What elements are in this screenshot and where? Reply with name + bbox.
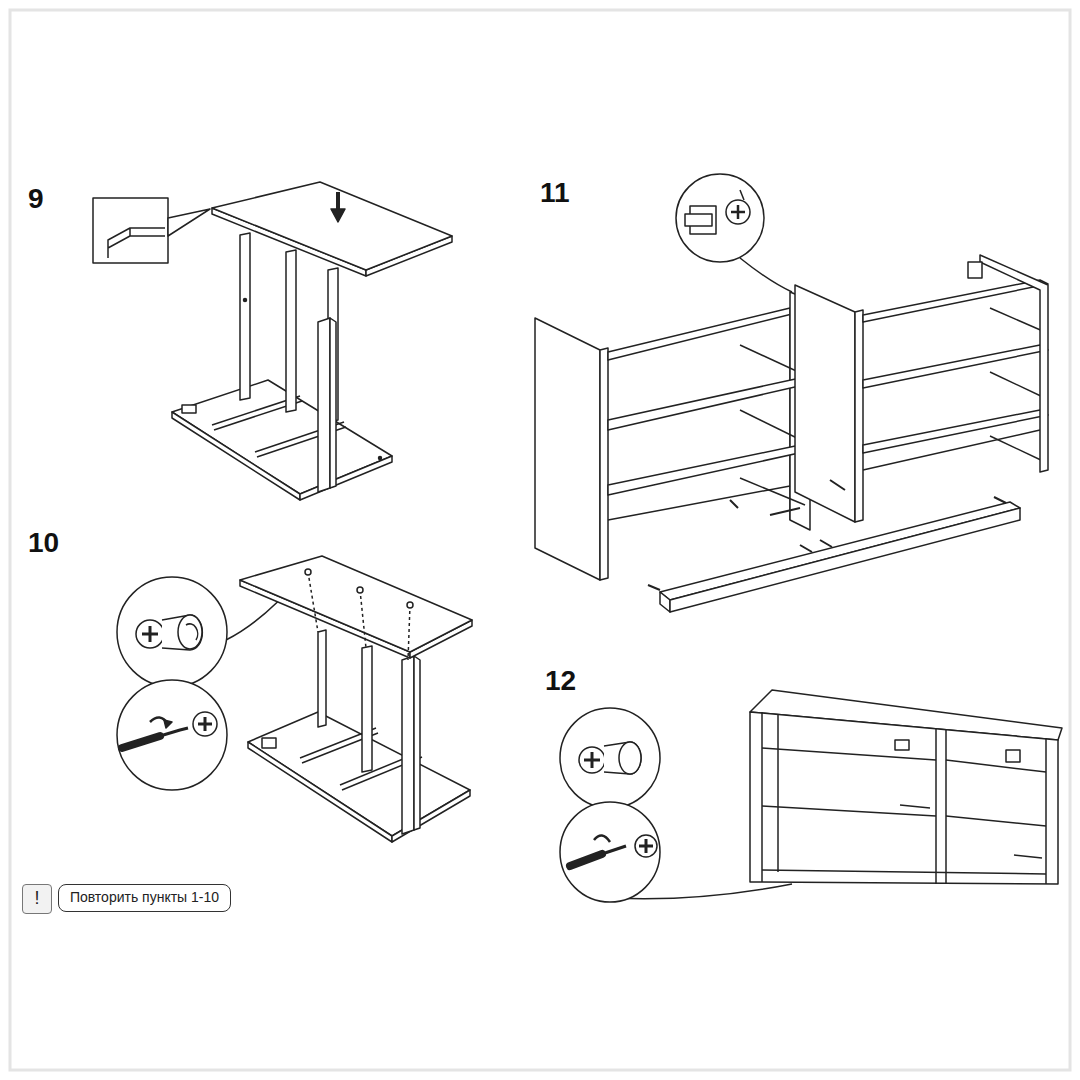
step-11-figure [535,174,1048,612]
node-text: ! [34,889,39,909]
step-10-figure [117,556,472,842]
node-text: Повторить пункты 1-10 [70,890,219,905]
detail-inset [93,198,168,263]
page-frame [10,10,1070,1070]
step-number: 9 [28,184,44,215]
step-number: 11 [540,178,570,209]
step-12-figure [560,690,1062,902]
note-box: Повторить пункты 1-10 [58,884,231,912]
step-number: 10 [28,528,59,559]
step-9-figure [93,182,452,500]
warning-icon: ! [22,884,52,914]
step-number: 12 [545,666,576,697]
